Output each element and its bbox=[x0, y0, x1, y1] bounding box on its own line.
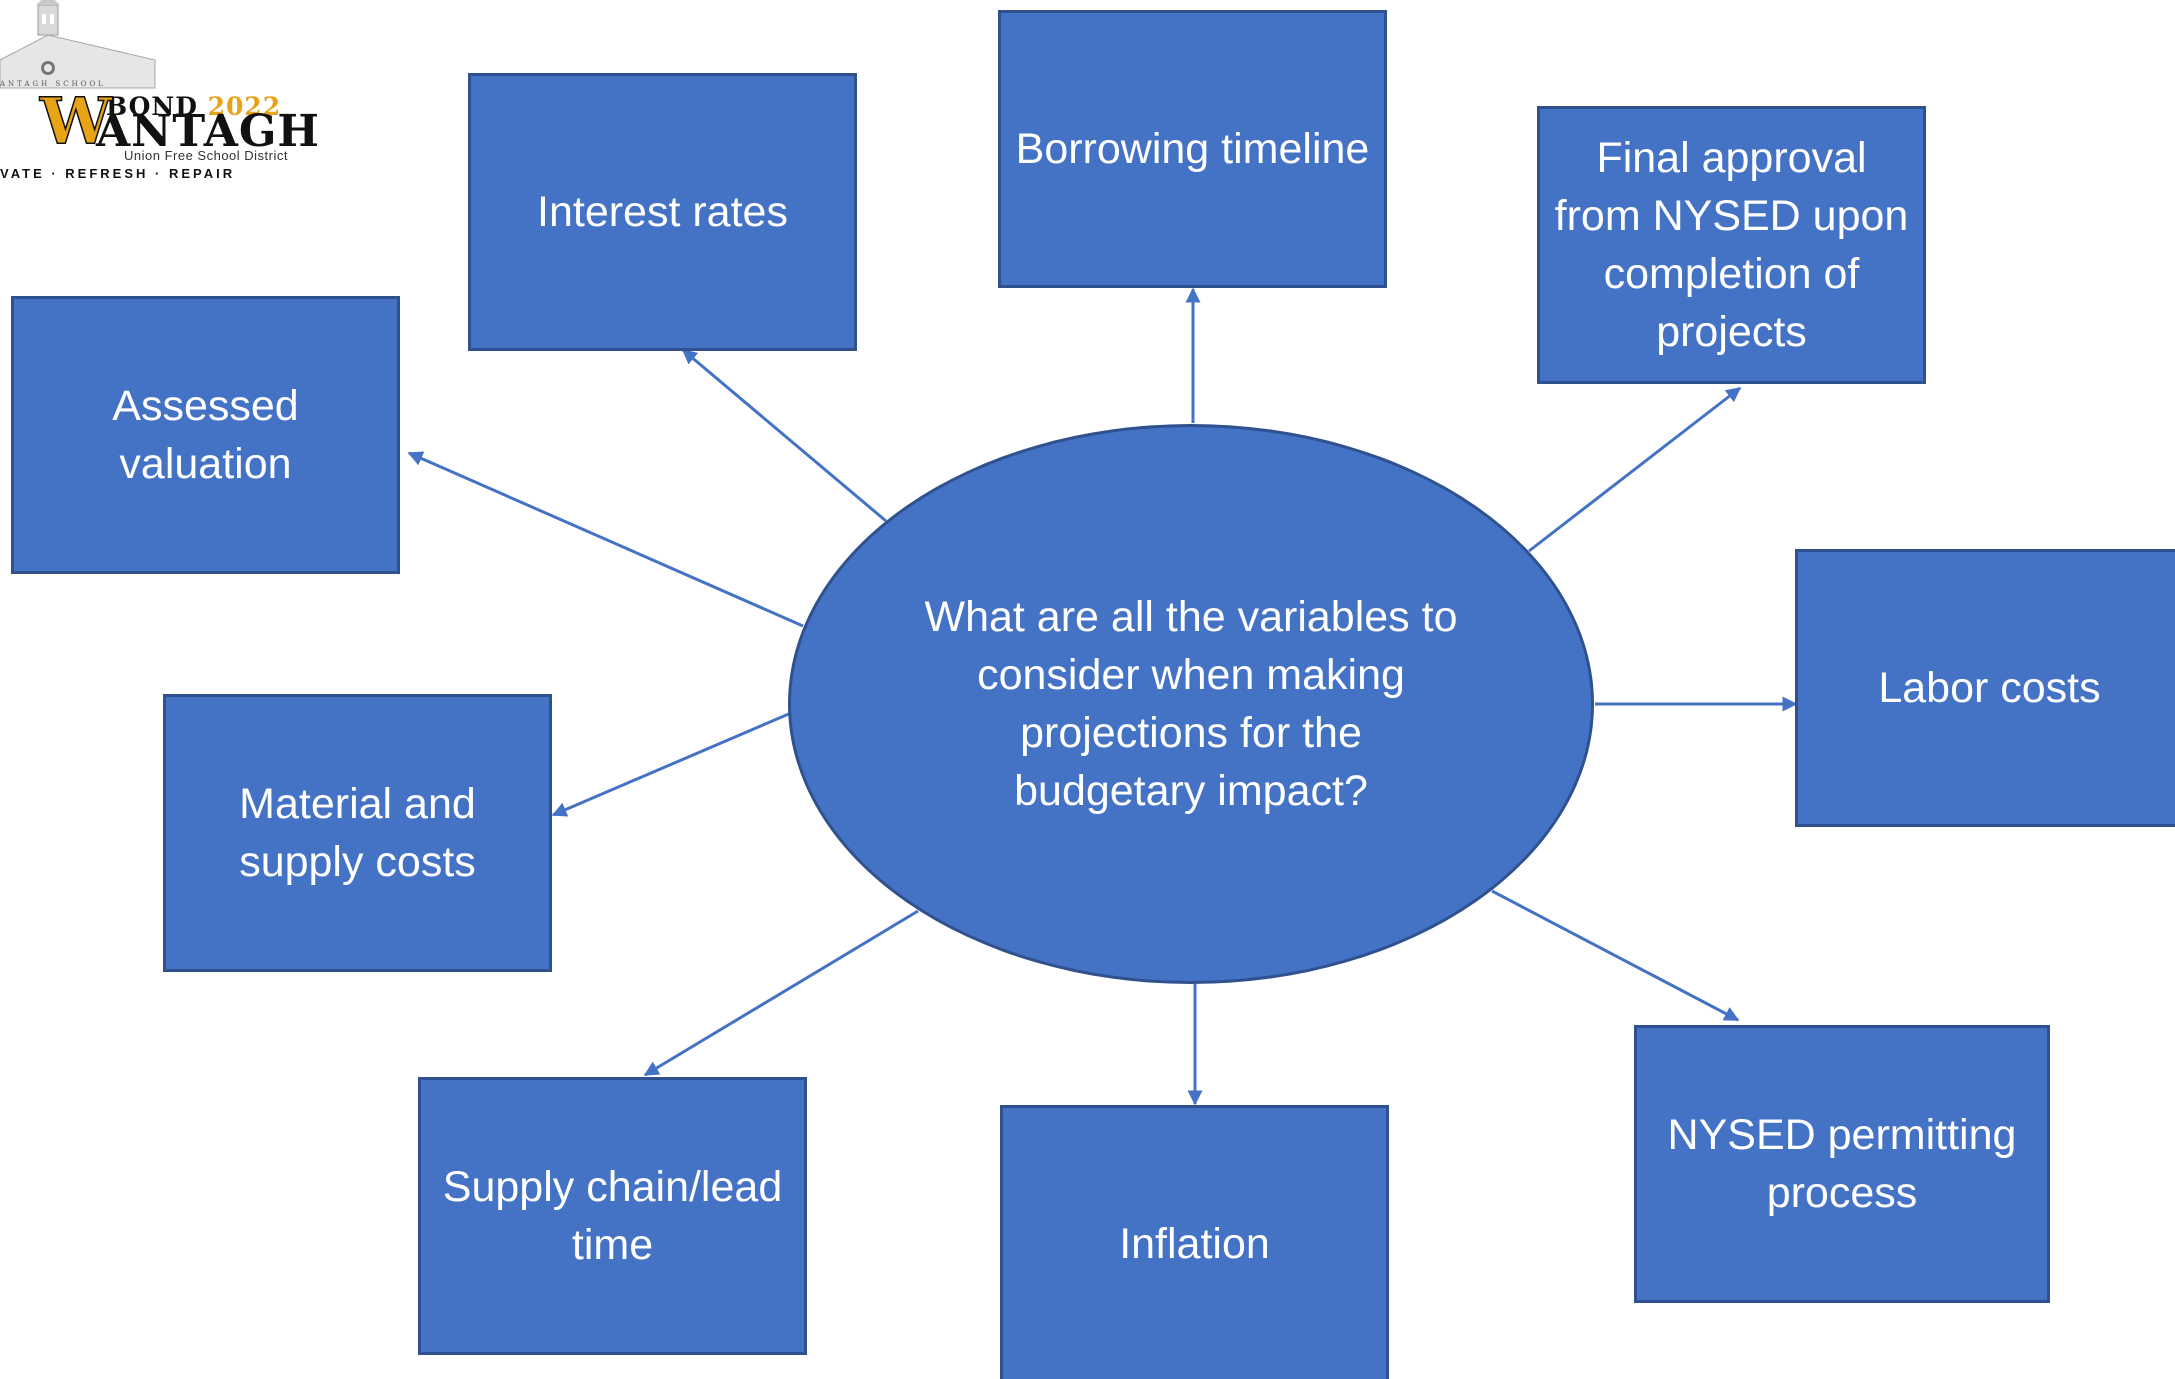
node-supply-chain: Supply chain/lead time bbox=[418, 1077, 807, 1355]
logo-name: ANTAGH bbox=[96, 106, 320, 157]
arrow-to-supply-chain bbox=[643, 909, 919, 1077]
node-label: Borrowing timeline bbox=[1015, 125, 1370, 173]
node-label: Supply chain/lead time bbox=[442, 1163, 783, 1269]
node-inflation: Inflation bbox=[1000, 1105, 1389, 1379]
node-borrowing-timeline: Borrowing timeline bbox=[998, 10, 1387, 288]
node-assessed-valuation: Assessed valuation bbox=[11, 296, 400, 574]
node-final-approval: Final approval from NYSED upon completio… bbox=[1537, 106, 1926, 384]
node-nysed-permitting: NYSED permitting process bbox=[1634, 1025, 2050, 1303]
node-label: Interest rates bbox=[537, 188, 788, 236]
node-labor-costs: Labor costs bbox=[1795, 549, 2175, 827]
wantagh-bond-logo: ANTAGH SCHOOL BOND 2022 W ANTAGH Union F… bbox=[0, 0, 320, 185]
node-material-supply: Material and supply costs bbox=[163, 694, 552, 972]
school-building-icon bbox=[0, 0, 156, 89]
arrow-to-interest-rates bbox=[681, 348, 887, 523]
node-label: Labor costs bbox=[1878, 664, 2101, 712]
node-label: Final approval from NYSED upon completio… bbox=[1554, 134, 1909, 356]
logo-bond-label: BOND 2022 bbox=[106, 92, 281, 121]
logo-district: Union Free School District bbox=[124, 148, 288, 163]
logo-bond-year: 2022 bbox=[207, 92, 282, 121]
logo-big-letter: W bbox=[39, 84, 112, 159]
arrow-to-nysed-permitting bbox=[1491, 889, 1740, 1022]
center-question-ellipse: What are all the variables to consider w… bbox=[788, 424, 1594, 984]
node-label: NYSED permitting process bbox=[1667, 1111, 2017, 1217]
arrow-to-material-supply bbox=[551, 711, 792, 817]
arrow-to-assessed-valuation bbox=[407, 451, 804, 628]
center-question-text: What are all the variables to consider w… bbox=[924, 593, 1458, 815]
logo-bond-word: BOND bbox=[106, 92, 198, 121]
node-interest-rates: Interest rates bbox=[468, 73, 857, 351]
node-label: Inflation bbox=[1119, 1220, 1270, 1268]
arrow-to-final-approval bbox=[1528, 386, 1742, 553]
logo-tagline: VATE · REFRESH · REPAIR bbox=[0, 166, 236, 181]
node-label: Material and supply costs bbox=[239, 780, 476, 886]
logo-school-line: ANTAGH SCHOOL bbox=[0, 80, 106, 88]
node-label: Assessed valuation bbox=[112, 382, 299, 488]
